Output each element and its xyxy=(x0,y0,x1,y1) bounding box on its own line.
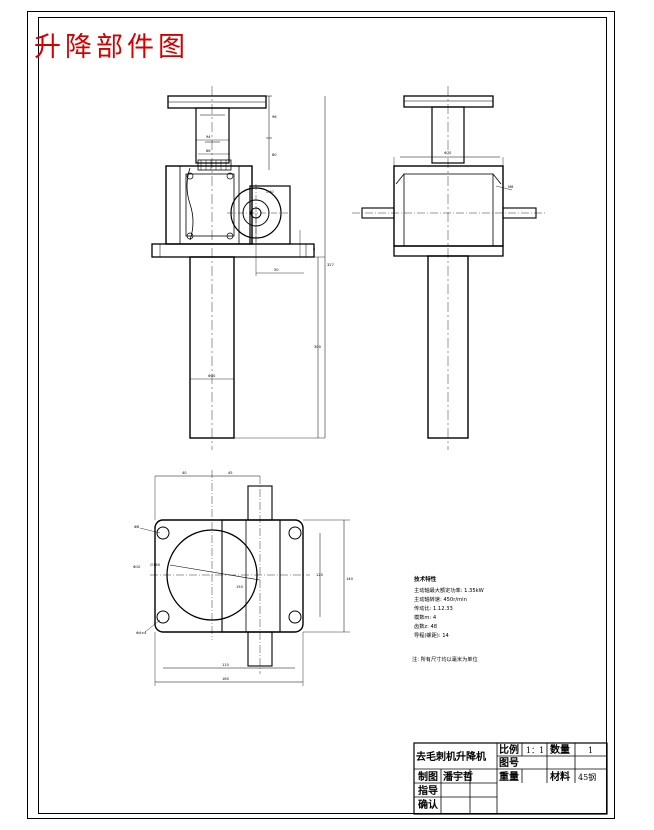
svg-text:数量: 数量 xyxy=(550,743,570,756)
svg-text:120: 120 xyxy=(316,573,324,577)
front-view: 96 80 94 86 300 4 50 Φ30 327 ∅40 xyxy=(151,86,334,450)
front-base-flange xyxy=(151,243,315,258)
svg-text:潘宇哲: 潘宇哲 xyxy=(443,770,473,783)
svg-text:1：1: 1：1 xyxy=(526,746,544,755)
svg-text:主动轴最大额定功率: 1.35kW: 主动轴最大额定功率: 1.35kW xyxy=(414,586,484,594)
svg-text:300: 300 xyxy=(314,345,322,349)
side-view: Φ70 M8 xyxy=(352,86,546,450)
svg-text:技术特性: 技术特性 xyxy=(414,575,437,583)
front-upper-screw xyxy=(195,107,230,164)
plan-base-plate xyxy=(154,519,304,633)
svg-text:45钢: 45钢 xyxy=(578,772,596,782)
svg-text:去毛刺机升降机: 去毛刺机升降机 xyxy=(416,750,486,763)
svg-text:45: 45 xyxy=(228,471,233,475)
svg-text:94: 94 xyxy=(206,135,211,139)
plan-worm-housing xyxy=(221,519,281,633)
svg-text:Φ10: Φ10 xyxy=(133,565,141,569)
inner-frame xyxy=(38,17,607,814)
side-base-flange xyxy=(393,245,504,257)
svg-text:导程(螺距): 14: 导程(螺距): 14 xyxy=(414,631,449,639)
front-nut xyxy=(197,159,232,171)
svg-text:∅160: ∅160 xyxy=(150,563,161,567)
svg-text:重量: 重量 xyxy=(499,770,519,783)
drawing-title: 升降部件图 xyxy=(34,32,189,63)
svg-text:96: 96 xyxy=(272,115,277,119)
svg-text:Φ30: Φ30 xyxy=(208,374,216,378)
outer-border xyxy=(27,11,615,819)
title-block xyxy=(413,742,608,815)
svg-text:140: 140 xyxy=(346,577,354,581)
svg-text:材料: 材料 xyxy=(550,770,570,783)
svg-text:注: 所有尺寸均以毫米为单位: 注: 所有尺寸均以毫米为单位 xyxy=(412,655,478,663)
svg-text:传动比: 1.12.33: 传动比: 1.12.33 xyxy=(414,604,453,612)
svg-text:160: 160 xyxy=(222,677,230,681)
svg-text:确认: 确认 xyxy=(418,798,439,811)
svg-text:80: 80 xyxy=(272,153,277,157)
svg-text:制图: 制图 xyxy=(418,770,438,783)
plan-view: Φ8 Φ10 40 45 140 120 110 160 ∅160 150 Φ4… xyxy=(133,470,354,686)
svg-text:M8: M8 xyxy=(508,185,514,189)
svg-text:∅40: ∅40 xyxy=(266,190,274,194)
title-block-text: 去毛刺机升降机 比例 1：1 数量 1 图号 制图 潘宇哲 重量 材料 45钢 … xyxy=(416,743,596,811)
svg-text:Φ8: Φ8 xyxy=(134,525,140,529)
svg-text:Φ70: Φ70 xyxy=(444,151,452,155)
svg-text:50: 50 xyxy=(274,268,279,272)
tech-notes: 技术特性 主动轴最大额定功率: 1.35kW 主动轴转速: 450r/min 传… xyxy=(412,575,484,663)
svg-text:1: 1 xyxy=(588,746,593,755)
svg-text:指导: 指导 xyxy=(418,784,438,797)
svg-text:327: 327 xyxy=(327,263,334,267)
svg-text:86: 86 xyxy=(206,149,211,153)
side-housing xyxy=(393,165,504,247)
svg-text:4: 4 xyxy=(313,247,316,251)
side-top-flange xyxy=(403,95,494,108)
svg-text:150: 150 xyxy=(236,585,244,589)
svg-text:齿数z: 48: 齿数z: 48 xyxy=(414,622,437,630)
svg-text:主动轴转速: 450r/min: 主动轴转速: 450r/min xyxy=(414,595,467,603)
svg-text:110: 110 xyxy=(222,663,230,667)
svg-text:Φ4×4: Φ4×4 xyxy=(136,631,147,635)
svg-text:比例: 比例 xyxy=(499,743,519,756)
svg-text:40: 40 xyxy=(182,471,187,475)
svg-text:图号: 图号 xyxy=(499,757,519,769)
svg-text:模数m: 4: 模数m: 4 xyxy=(414,613,437,621)
